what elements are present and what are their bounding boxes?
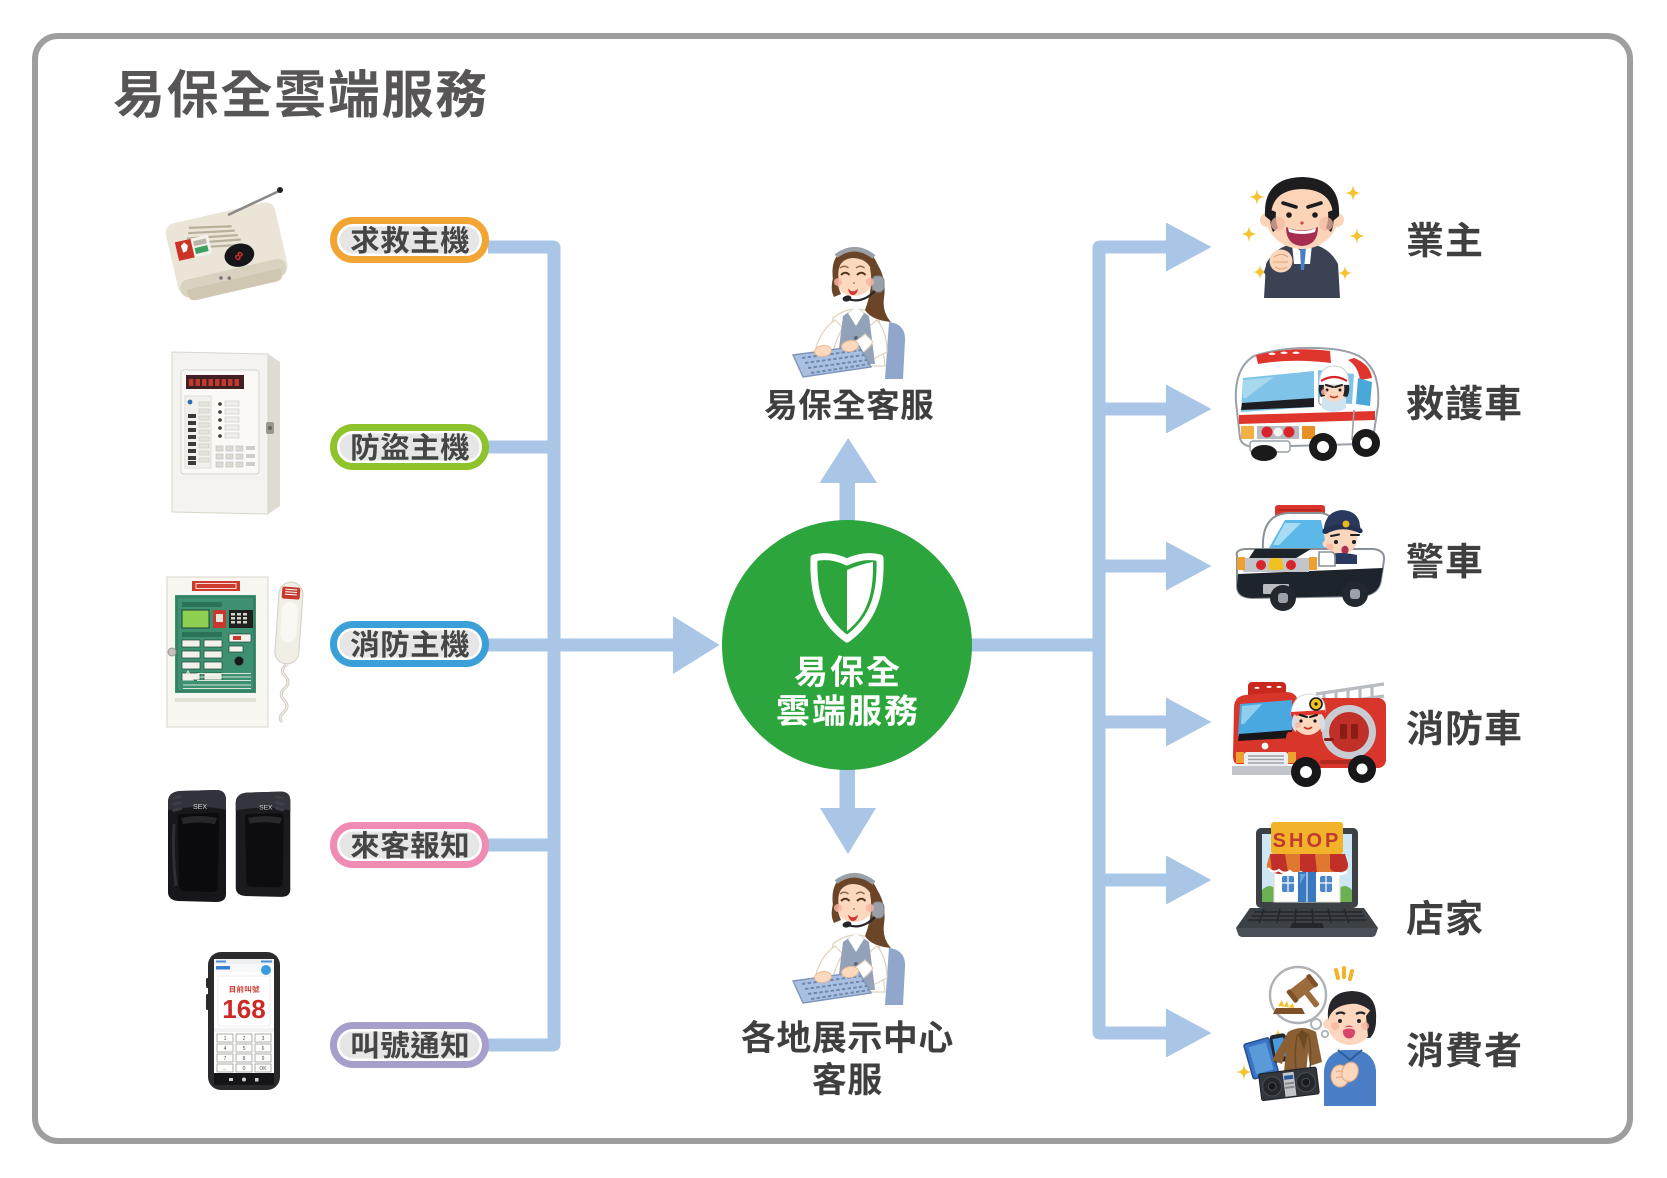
svg-text:7: 7 xyxy=(224,1056,227,1062)
svg-text:SHOP: SHOP xyxy=(1273,830,1342,852)
svg-text:2: 2 xyxy=(243,1036,246,1042)
svg-text:4: 4 xyxy=(224,1046,227,1052)
svg-text:8: 8 xyxy=(243,1056,246,1062)
svg-text:SEX: SEX xyxy=(193,804,207,811)
svg-text:1: 1 xyxy=(224,1036,227,1042)
svg-text:OK: OK xyxy=(259,1066,267,1072)
svg-text:9: 9 xyxy=(262,1056,265,1062)
svg-text:6: 6 xyxy=(262,1046,265,1052)
svg-text:SEX: SEX xyxy=(259,805,273,812)
svg-text:168: 168 xyxy=(222,994,265,1024)
svg-text:0: 0 xyxy=(243,1066,246,1072)
svg-text:←: ← xyxy=(223,1066,228,1072)
svg-text:3: 3 xyxy=(262,1036,265,1042)
svg-text:5: 5 xyxy=(243,1046,246,1052)
